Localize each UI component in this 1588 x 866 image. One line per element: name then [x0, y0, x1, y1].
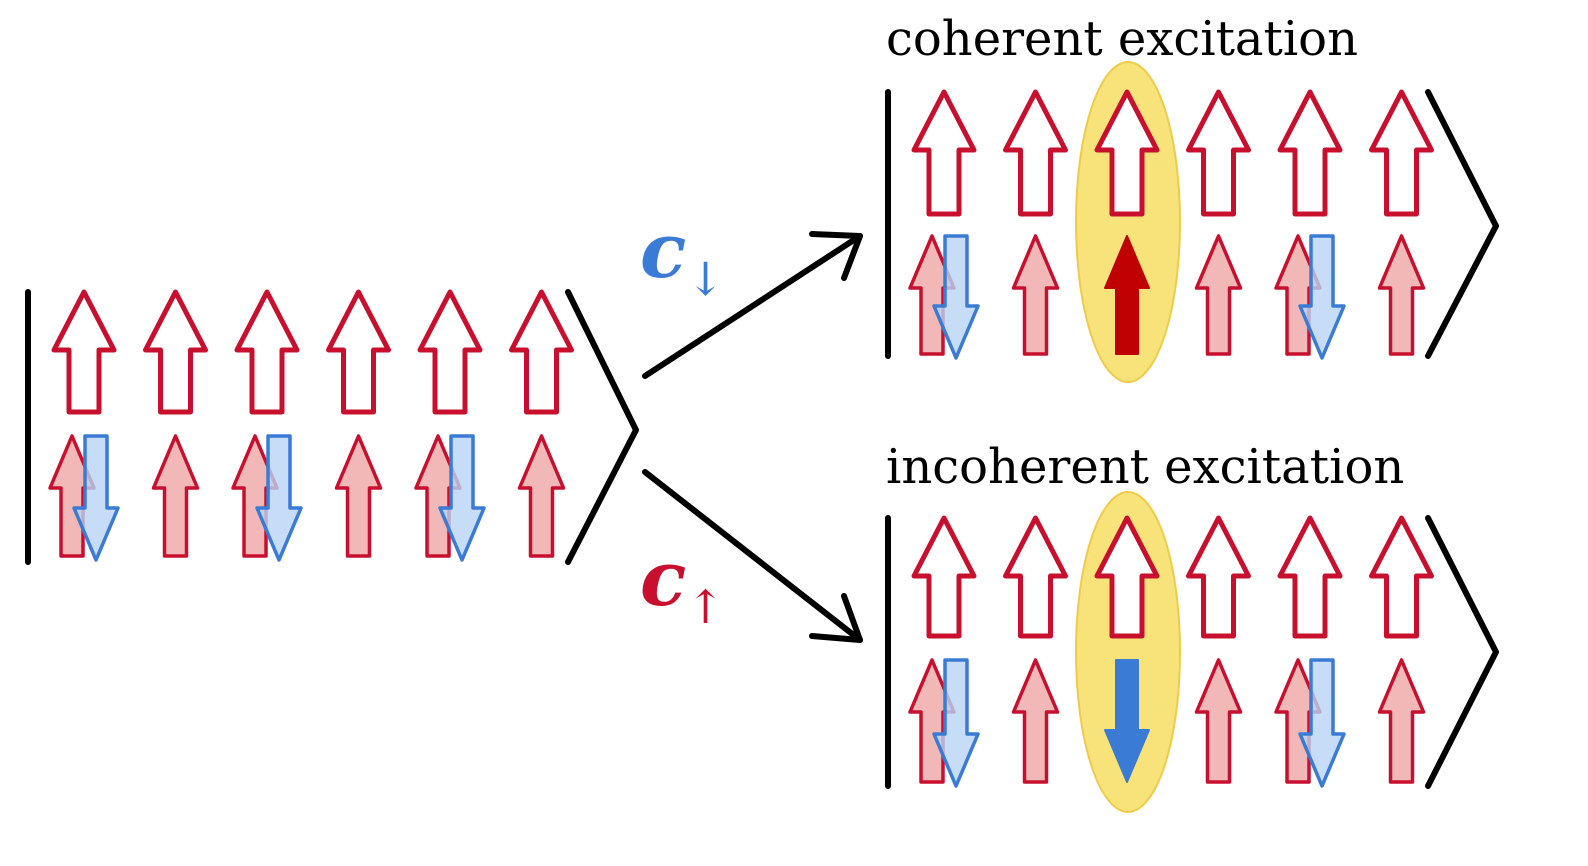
arrow-to-incoherent-head [809, 593, 863, 643]
op-down-symbol: c [640, 206, 686, 295]
coherent-top-up-arrow [1003, 89, 1068, 217]
incoherent-excited-down-arrow [1104, 659, 1150, 783]
initial-ket-angle [565, 289, 639, 565]
incoherent-bottom-down-arrow [1298, 658, 1346, 788]
coherent-top-up-arrow [911, 89, 977, 217]
coherent-top-up-arrow [1186, 89, 1251, 217]
incoherent-bottom-down-arrow [932, 658, 980, 788]
coherent-top-up-arrow [1369, 89, 1434, 217]
coherent-label: coherent excitation [886, 11, 1358, 67]
arrow-to-coherent-shaft [642, 233, 863, 379]
incoherent-top-up-arrow [1003, 515, 1068, 639]
incoherent-bottom-up-arrow [1377, 658, 1426, 784]
op-up-symbol: c [640, 534, 686, 623]
coherent-bottom-up-arrow [1377, 234, 1426, 356]
incoherent-top-up-arrow [1369, 515, 1434, 639]
incoherent-bottom-up-arrow [1194, 658, 1243, 784]
op-up-subscript: ↑ [686, 580, 725, 634]
ket-brackets [25, 89, 1499, 789]
initial-bottom-down-arrow [72, 434, 120, 562]
transition-arrows [642, 231, 863, 643]
annihilation-operator-down: c↓ [640, 206, 725, 306]
incoherent-top-up-arrow [1186, 515, 1251, 639]
initial-top-up-arrow [143, 289, 208, 415]
initial-top-up-arrow [326, 289, 391, 415]
initial-bottom-down-arrow [255, 434, 303, 562]
incoherent-bottom-up-arrow [1011, 658, 1060, 784]
initial-top-up-arrow [234, 289, 300, 415]
initial-bottom-down-arrow [438, 434, 486, 562]
coherent-top-up-arrow [1094, 89, 1160, 217]
incoherent-label: incoherent excitation [886, 439, 1404, 495]
coherent-bottom-up-arrow [1011, 234, 1060, 356]
coherent-excited-up-arrow [1104, 235, 1150, 355]
coherent-ket-angle [1425, 89, 1499, 359]
initial-bottom-up-arrow [334, 434, 383, 558]
incoherent-ket-angle [1425, 515, 1499, 789]
incoherent-top-up-arrow [911, 515, 977, 639]
coherent-bottom-up-arrow [1194, 234, 1243, 356]
incoherent-top-up-arrow [1277, 515, 1343, 639]
coherent-top-up-arrow [1277, 89, 1343, 217]
initial-bottom-up-arrow [151, 434, 200, 558]
arrow-to-incoherent-shaft [642, 469, 863, 643]
initial-bottom-up-arrow [517, 434, 566, 558]
op-down-subscript: ↓ [686, 252, 725, 306]
initial-top-up-arrow [51, 289, 117, 415]
incoherent-top-up-arrow [1094, 515, 1160, 639]
initial-top-up-arrow [417, 289, 483, 415]
coherent-bottom-down-arrow [1298, 234, 1346, 360]
coherent-bottom-down-arrow [932, 234, 980, 360]
arrow-to-coherent-head [809, 231, 863, 281]
annihilation-operator-up: c↑ [640, 534, 725, 634]
spin-arrows [48, 89, 1434, 788]
initial-top-up-arrow [509, 289, 574, 415]
